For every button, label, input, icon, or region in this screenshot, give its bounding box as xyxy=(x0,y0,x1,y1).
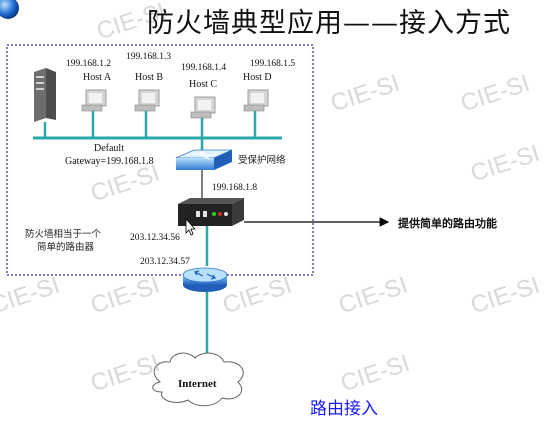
protected-network-boundary xyxy=(6,44,314,276)
firewall-icon xyxy=(178,198,244,226)
slide-title: 防火墙典型应用——接入方式 xyxy=(147,8,511,39)
router-ip: 203.12.34.57 xyxy=(140,257,190,267)
routing-function-label: 提供简单的路由功能 xyxy=(398,217,497,230)
internet-cloud-icon xyxy=(152,352,244,407)
host-c-ip: 199.168.1.4 xyxy=(181,63,227,73)
host-a-label: Host A xyxy=(83,72,112,83)
host-b-ip: 199.168.1.3 xyxy=(126,52,172,62)
host-c-computer-icon xyxy=(190,96,216,119)
host-b-computer-icon xyxy=(134,89,160,112)
host-a-computer-icon xyxy=(81,89,107,112)
host-d-computer-icon xyxy=(243,89,269,112)
switch-icon xyxy=(175,149,233,170)
gateway-label-line2: Gateway=199.168.1.8 xyxy=(65,156,154,167)
gateway-label-line1: Default xyxy=(94,143,124,154)
host-c-label: Host C xyxy=(189,79,218,90)
host-d-ip: 199.168.1.5 xyxy=(250,59,296,69)
host-a-ip: 199.168.1.2 xyxy=(66,59,112,69)
host-b-label: Host B xyxy=(135,72,164,83)
internet-label: Internet xyxy=(178,378,217,390)
firewall-note-line1: 防火墙相当于一个 xyxy=(25,229,102,240)
router-icon xyxy=(182,267,228,292)
host-d-label: Host D xyxy=(243,72,272,83)
server-icon xyxy=(34,68,56,122)
decorative-dot xyxy=(0,0,19,19)
firewall-inner-ip: 199.168.1.8 xyxy=(212,183,258,193)
title-bar: 防火墙典型应用——接入方式 xyxy=(0,0,554,39)
protected-network-label: 受保护网络 xyxy=(238,155,286,166)
firewall-note-line2: 简单的路由器 xyxy=(37,242,95,253)
firewall-outer-ip: 203.12.34.56 xyxy=(130,233,180,243)
slide-subtitle: 路由接入 xyxy=(310,399,378,419)
host-drop-lines xyxy=(43,111,257,138)
mouse-cursor-icon xyxy=(185,217,196,236)
